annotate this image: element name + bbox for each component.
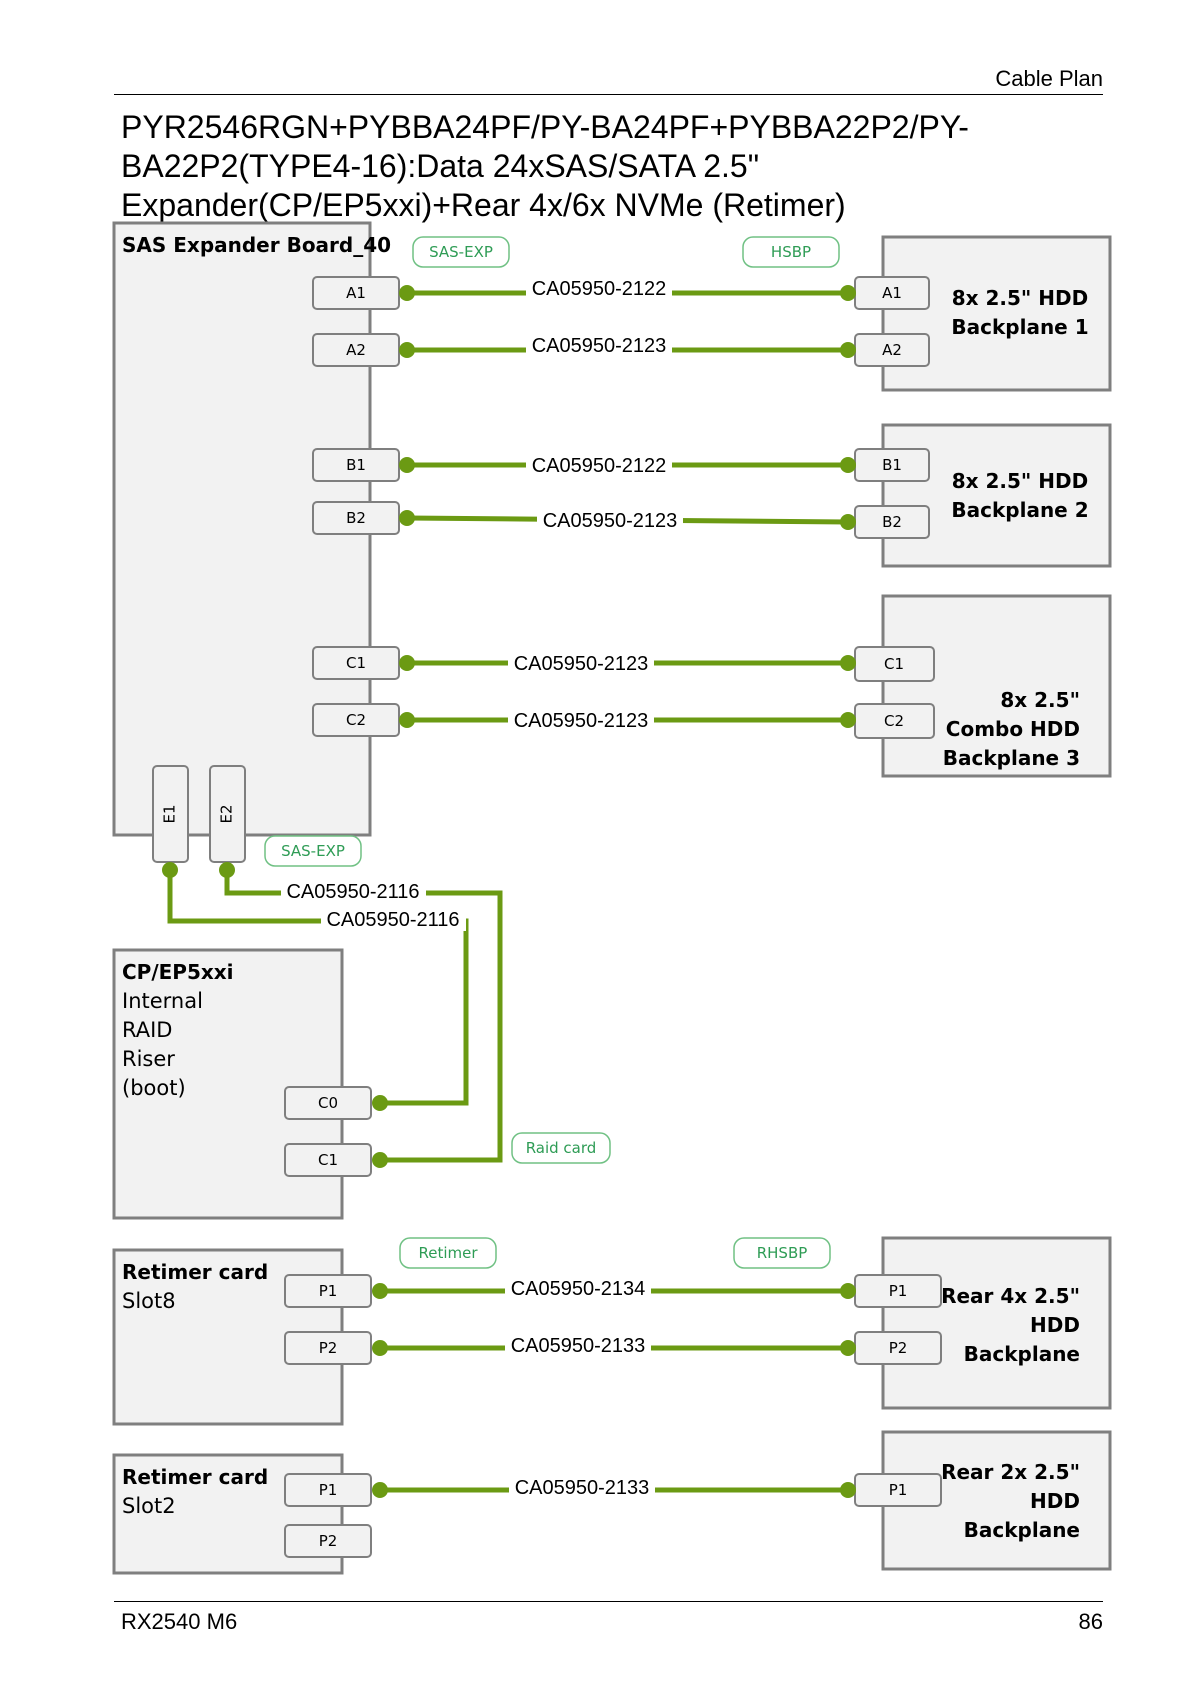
bp3-port-c2-label: C2 <box>884 712 904 730</box>
raid-port-c0-label: C0 <box>318 1094 338 1112</box>
rhsbp-tag-label: RHSBP <box>757 1244 808 1262</box>
cable-r2-p1-label: CA05950-2133 <box>515 1477 650 1499</box>
bp1-port-a2-label: A2 <box>882 341 902 359</box>
cable-c1-label: CA05950-2123 <box>514 653 649 675</box>
slot2-port-p2-label: P2 <box>319 1532 338 1550</box>
page-title: PYR2546RGN+PYBBA24PF/PY-BA24PF+PYBBA22P2… <box>121 109 969 223</box>
header-rule <box>114 94 1103 95</box>
cable-a2-label: CA05950-2123 <box>532 335 667 357</box>
cable-r8-p2-label: CA05950-2133 <box>511 1335 646 1357</box>
port-e1-label: E1 <box>161 804 179 823</box>
slot8-port-p2-label: P2 <box>319 1339 338 1357</box>
rhsbp-tag <box>733 1237 831 1269</box>
rear-2x-line-2: HDD <box>1030 1489 1080 1513</box>
raid-port-c0 <box>284 1086 372 1120</box>
sas-exp-tag-bottom-label: SAS-EXP <box>281 842 345 860</box>
bp3-port-c1-label: C1 <box>884 655 904 673</box>
slot2-port-p1 <box>284 1473 372 1507</box>
raid-card-tag-label: Raid card <box>526 1139 597 1157</box>
slot2-port-p2 <box>284 1524 372 1558</box>
cable-b1-label: CA05950-2122 <box>532 455 667 477</box>
cable-e2-label: CA05950-2116 <box>286 881 419 903</box>
slot8-port-p1-label: P1 <box>319 1282 338 1300</box>
slot2-port-p1-label: P1 <box>319 1481 338 1499</box>
section-header: Cable Plan <box>995 66 1103 91</box>
backplane-2-line-2: Backplane 2 <box>951 498 1088 522</box>
backplane-3-line-2: Combo HDD <box>946 717 1080 741</box>
raid-port-c1 <box>284 1143 372 1177</box>
sas-exp-tag-label: SAS-EXP <box>429 243 493 261</box>
bp1-port-a1-label: A1 <box>882 284 902 302</box>
raid-riser-line-4: (boot) <box>122 1076 186 1100</box>
port-c1-label: C1 <box>346 654 366 672</box>
rear2-port-p1-label: P1 <box>889 1481 908 1499</box>
raid-riser-line-2: RAID <box>122 1018 172 1042</box>
retimer-tag-label: Retimer <box>418 1244 478 1262</box>
port-b1-label: B1 <box>346 456 366 474</box>
backplane-1-line-2: Backplane 1 <box>951 315 1088 339</box>
raid-riser-line-3: Riser <box>122 1047 175 1071</box>
hsbp-tag-label: HSBP <box>771 243 811 261</box>
backplane-3-line-3: Backplane 3 <box>943 746 1080 770</box>
cable-a1-label: CA05950-2122 <box>532 278 667 300</box>
backplane-3-line-1: 8x 2.5" <box>1000 688 1080 712</box>
retimer-slot2-slot: Slot2 <box>122 1494 176 1518</box>
raid-riser-title: CP/EP5xxi <box>122 960 234 984</box>
port-b2-label: B2 <box>346 509 366 527</box>
backplane-2 <box>881 423 1112 568</box>
hsbp-tag <box>742 236 840 268</box>
retimer-tag <box>399 1237 497 1269</box>
cable-b2-label: CA05950-2123 <box>543 510 678 532</box>
port-a2-label: A2 <box>346 341 366 359</box>
footer-model: RX2540 M6 <box>121 1609 238 1634</box>
rear-4x-line-1: Rear 4x 2.5" <box>941 1284 1080 1308</box>
rear-4x-line-3: Backplane <box>964 1342 1080 1366</box>
bp2-port-b2-label: B2 <box>882 513 902 531</box>
sas-exp-tag <box>412 236 510 268</box>
cable-r8-p1-label: CA05950-2134 <box>511 1278 646 1300</box>
raid-port-c1-label: C1 <box>318 1151 338 1169</box>
backplane-1 <box>881 235 1112 392</box>
slot8-port-p1 <box>284 1274 372 1308</box>
rear-2x-line-3: Backplane <box>964 1518 1080 1542</box>
rear-2x-line-1: Rear 2x 2.5" <box>941 1460 1080 1484</box>
raid-card-tag <box>511 1132 611 1164</box>
retimer-slot8-slot: Slot8 <box>122 1289 176 1313</box>
backplane-2-line-1: 8x 2.5" HDD <box>952 469 1089 493</box>
port-e2-label: E2 <box>218 804 236 823</box>
backplane-3 <box>881 594 1112 778</box>
cable-e2 <box>224 866 503 1163</box>
rear-4x-backplane <box>881 1236 1112 1410</box>
port-c2-label: C2 <box>346 711 366 729</box>
slot8-port-p2 <box>284 1331 372 1365</box>
sas-exp-tag-bottom <box>264 835 362 867</box>
backplane-1-line-1: 8x 2.5" HDD <box>952 286 1089 310</box>
footer-rule <box>114 1601 1103 1602</box>
bp2-port-b1-label: B1 <box>882 456 902 474</box>
retimer-slot2-title: Retimer card <box>122 1465 268 1489</box>
rear4-port-p1-label: P1 <box>889 1282 908 1300</box>
cable-e1-label: CA05950-2116 <box>326 909 459 931</box>
cable-c2-label: CA05950-2123 <box>514 710 649 732</box>
port-e1 <box>152 765 189 863</box>
port-e2 <box>209 765 246 863</box>
raid-riser-line-1: Internal <box>122 989 203 1013</box>
sas-expander-title: SAS Expander Board_40 <box>122 233 391 257</box>
retimer-slot8-title: Retimer card <box>122 1260 268 1284</box>
rear4-port-p2-label: P2 <box>889 1339 908 1357</box>
port-a1-label: A1 <box>346 284 366 302</box>
page-number: 86 <box>1078 1609 1103 1634</box>
rear-4x-line-2: HDD <box>1030 1313 1080 1337</box>
